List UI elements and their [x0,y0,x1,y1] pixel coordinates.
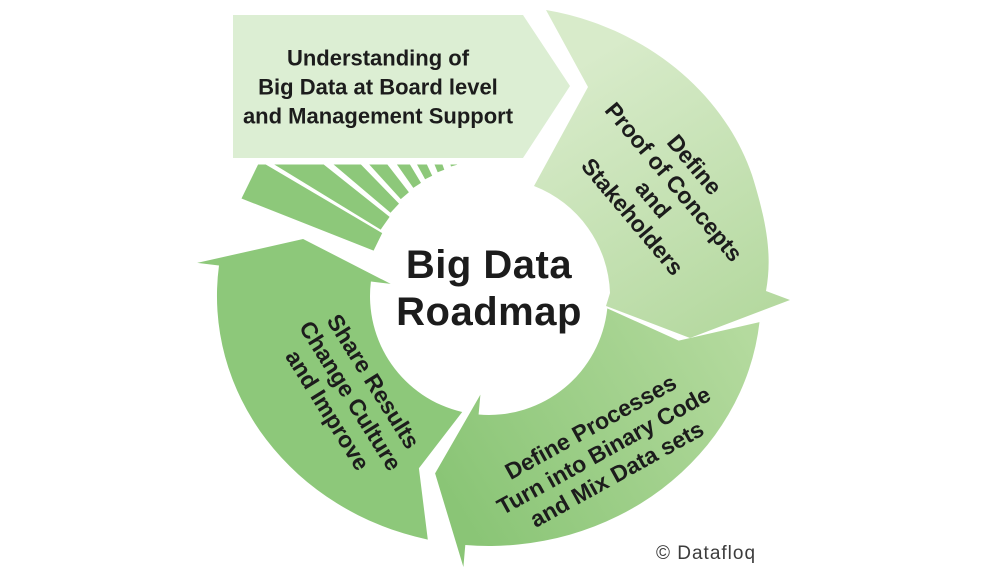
segment-arc-define-processes [435,308,760,567]
stripe-ray [241,161,383,251]
segment-arc-define-proof-of-concepts [534,10,790,338]
center-title-line: Roadmap [396,290,582,334]
segment-arc-share-results [197,239,463,540]
banner-label: Understanding of Big Data at Board level… [243,43,513,130]
center-title-line: Big Data [405,242,573,287]
center-title: Big Data Roadmap [396,242,582,336]
banner-arrow-shape [226,8,578,165]
banner-label-line: Big Data at Board level [258,74,498,100]
watermark-label: © Datafloq [655,543,757,564]
banner-label-line: and Management Support [242,103,514,129]
banner-label-line: Understanding of [286,45,470,71]
